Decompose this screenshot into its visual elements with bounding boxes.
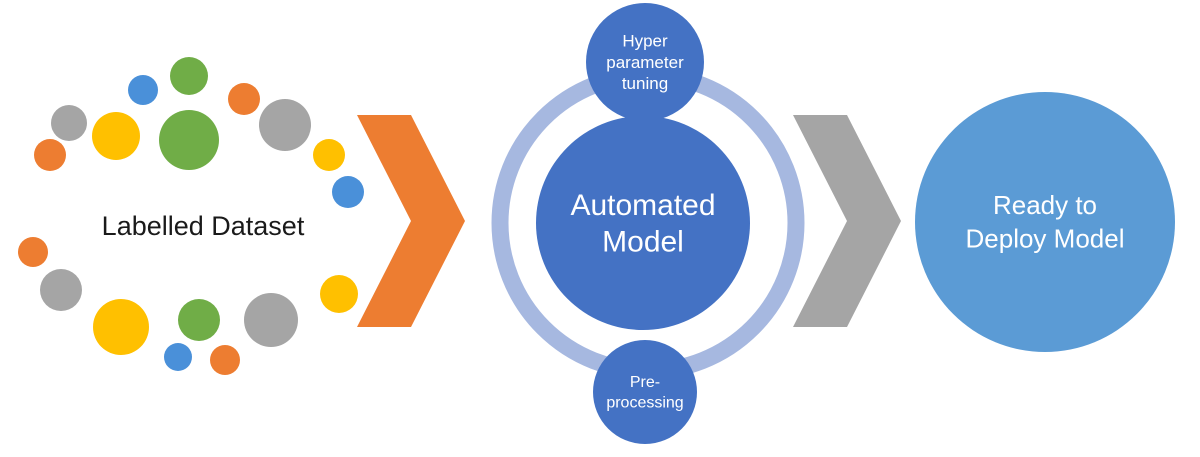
dot-green-top xyxy=(170,57,208,95)
text-line: tuning xyxy=(622,74,668,93)
text-line: processing xyxy=(606,395,683,412)
text-line: Model xyxy=(602,226,684,259)
text-line: Pre- xyxy=(630,374,660,391)
dot-blue-upper-left xyxy=(128,75,158,105)
labelled-dataset-label: Labelled Dataset xyxy=(102,211,305,241)
text-line: Deploy Model xyxy=(966,224,1125,254)
hyperparameter-tuning-circle[interactable] xyxy=(586,3,704,121)
dot-yellow-right-top xyxy=(313,139,345,171)
preprocessing-label: Pre-processing xyxy=(606,374,683,411)
ready-to-deploy-circle[interactable] xyxy=(915,92,1175,352)
dot-orange-lower-left xyxy=(18,237,48,267)
dot-yellow-right-low xyxy=(320,275,358,313)
dot-blue-right xyxy=(332,176,364,208)
dot-orange-far-left xyxy=(34,139,66,171)
automated-model-circle[interactable] xyxy=(536,116,750,330)
labelled-dataset-group[interactable] xyxy=(18,57,364,375)
dot-gray-right-top xyxy=(259,99,311,151)
dot-green-large xyxy=(159,110,219,170)
dot-orange-upper-right xyxy=(228,83,260,115)
dot-yellow-bottom xyxy=(93,299,149,355)
text-line: Hyper xyxy=(622,31,668,50)
orange-chevron-icon xyxy=(357,115,465,327)
preprocessing-node[interactable]: Pre-processing xyxy=(593,340,697,444)
preprocessing-circle[interactable] xyxy=(593,340,697,444)
dot-yellow-left xyxy=(92,112,140,160)
dot-green-bottom xyxy=(178,299,220,341)
dot-gray-left-top xyxy=(51,105,87,141)
dot-gray-bottom-right xyxy=(244,293,298,347)
text-line: Ready to xyxy=(993,190,1097,220)
ready-to-deploy-node[interactable]: Ready to Deploy Model xyxy=(915,92,1175,352)
text-line: Automated xyxy=(570,189,715,222)
hyperparameter-tuning-node[interactable]: Hyper parameter tuning xyxy=(586,3,704,121)
dot-orange-bottom xyxy=(210,345,240,375)
hyperparameter-tuning-label: Hyper parameter tuning xyxy=(606,31,684,93)
dot-blue-bottom xyxy=(164,343,192,371)
gray-chevron-icon xyxy=(793,115,901,327)
ready-to-deploy-label: Ready to Deploy Model xyxy=(966,190,1125,254)
dot-gray-lower-left xyxy=(40,269,82,311)
text-line: parameter xyxy=(606,53,684,72)
